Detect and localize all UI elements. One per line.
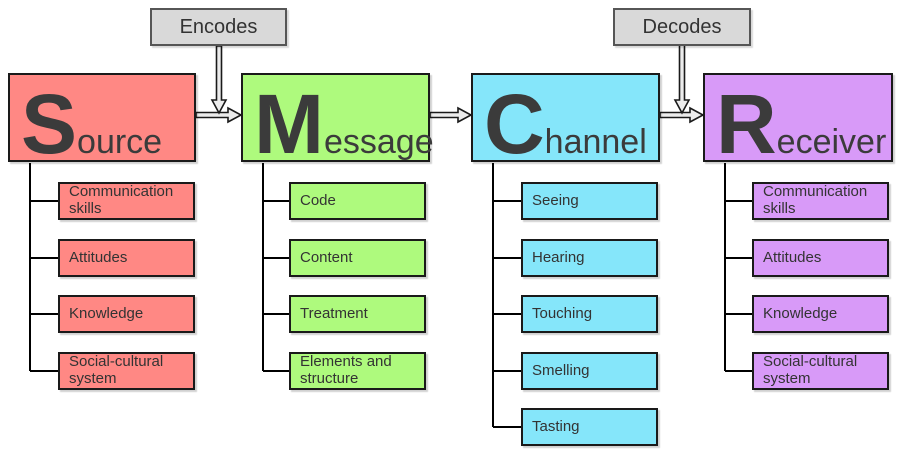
receiver-title: Receiver xyxy=(716,82,886,166)
message-title: Message xyxy=(254,82,434,166)
receiver-initial-letter: R xyxy=(716,77,777,171)
arrow-encodes-down xyxy=(210,45,228,115)
receiver-tree-lines xyxy=(724,163,752,372)
message-item: Elements and structure xyxy=(289,352,426,390)
source-initial-letter: S xyxy=(21,77,78,171)
receiver-item: Attitudes xyxy=(752,239,889,277)
arrow-message-to-channel xyxy=(429,106,473,124)
source-box: Source xyxy=(8,73,196,166)
encodes-label: Encodes xyxy=(150,8,287,46)
source-title-rest: ource xyxy=(77,123,163,161)
arrow-source-to-message xyxy=(195,106,243,124)
message-box: Message xyxy=(241,73,434,166)
source-tree-lines xyxy=(29,163,58,372)
channel-tree-lines xyxy=(492,163,521,428)
receiver-item: Social-cultural system xyxy=(752,352,889,390)
message-initial-letter: M xyxy=(254,77,324,171)
channel-title-rest: hannel xyxy=(544,123,647,161)
channel-initial-letter: C xyxy=(484,77,545,171)
message-title-rest: essage xyxy=(323,123,434,161)
channel-title: Channel xyxy=(484,82,647,166)
message-item: Treatment xyxy=(289,295,426,333)
source-item: Knowledge xyxy=(58,295,195,333)
channel-item: Tasting xyxy=(521,408,658,446)
arrow-decodes-down xyxy=(673,44,691,115)
message-item: Content xyxy=(289,239,426,277)
arrow-channel-to-receiver xyxy=(659,106,705,124)
source-item: Communication skills xyxy=(58,182,195,220)
source-title: Source xyxy=(21,82,162,166)
receiver-title-rest: eceiver xyxy=(776,123,887,161)
receiver-item: Communication skills xyxy=(752,182,889,220)
source-item: Attitudes xyxy=(58,239,195,277)
receiver-box: Receiver xyxy=(703,73,893,166)
message-item: Code xyxy=(289,182,426,220)
channel-item: Hearing xyxy=(521,239,658,277)
decodes-label: Decodes xyxy=(613,8,751,46)
source-item: Social-cultural system xyxy=(58,352,195,390)
channel-item: Seeing xyxy=(521,182,658,220)
message-tree-lines xyxy=(262,163,289,372)
channel-item: Touching xyxy=(521,295,658,333)
channel-item: Smelling xyxy=(521,352,658,390)
receiver-item: Knowledge xyxy=(752,295,889,333)
channel-box: Channel xyxy=(471,73,660,166)
